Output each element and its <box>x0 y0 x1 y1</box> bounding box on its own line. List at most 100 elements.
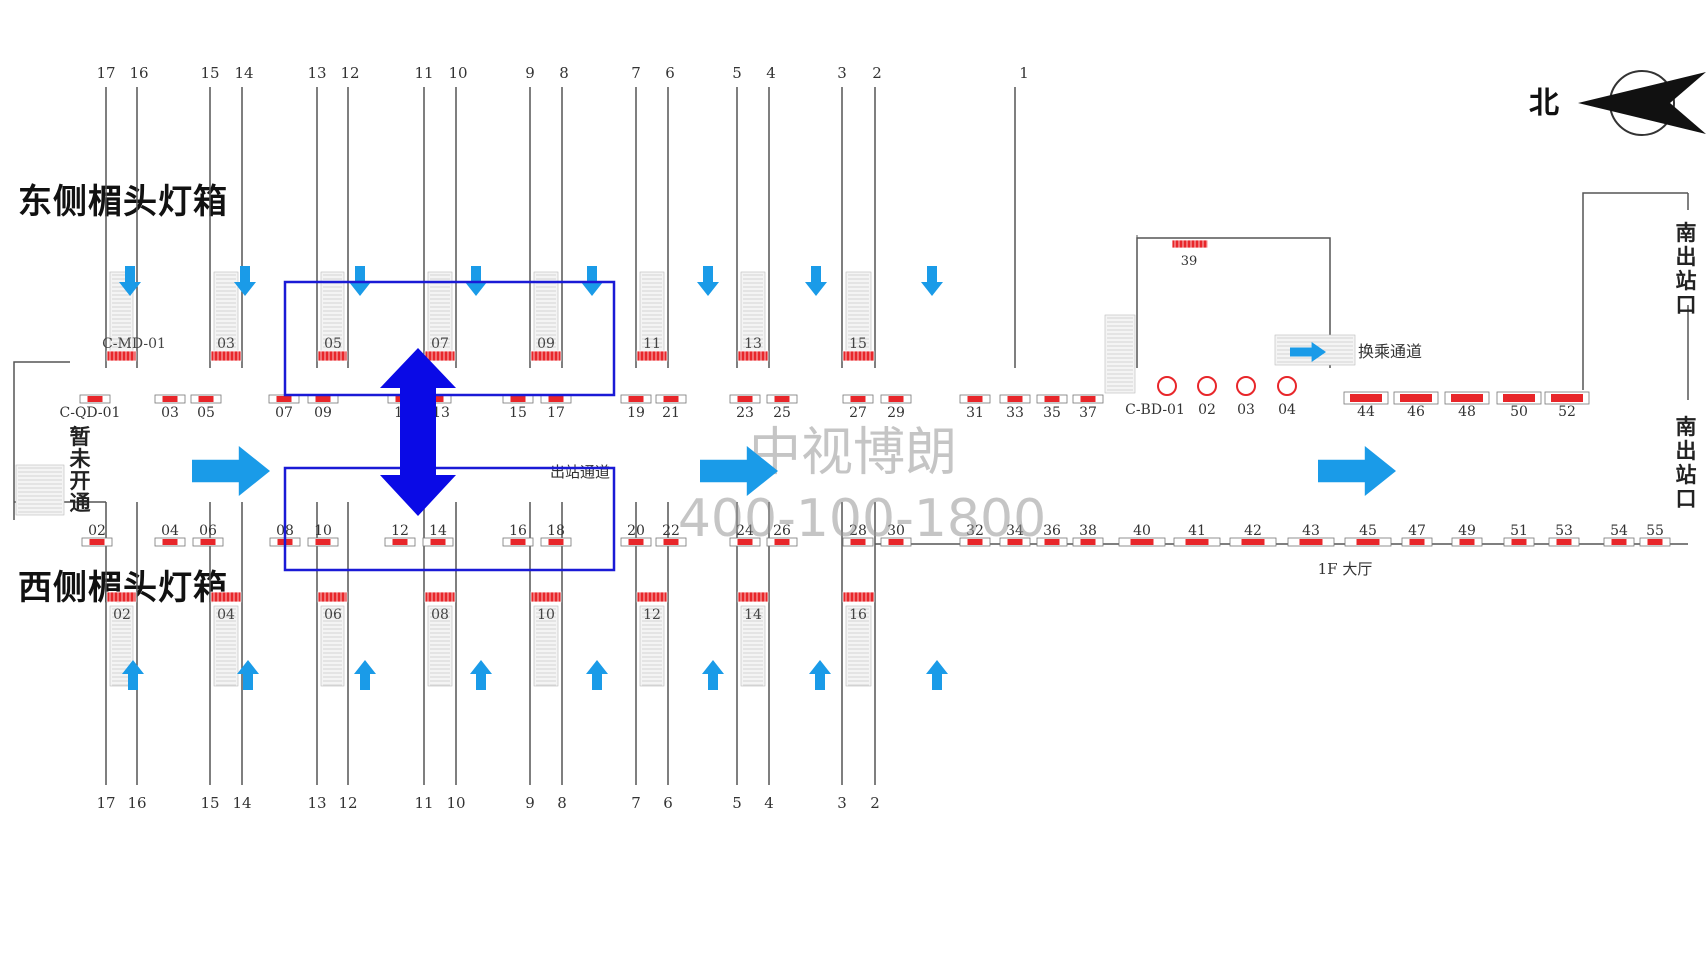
up-arrow-icon <box>702 660 724 690</box>
north-row-label: 17 <box>547 405 565 421</box>
bd-circle <box>1277 376 1297 396</box>
east-title: 东侧楣头灯箱 <box>18 182 228 222</box>
south-row-label: 20 <box>627 523 645 539</box>
north-row-label: 27 <box>849 405 867 421</box>
south-row-label: 51 <box>1510 523 1528 539</box>
north-row-label: 03 <box>161 405 179 421</box>
ne-label: 44 <box>1357 404 1375 420</box>
west-lintel-label: 04 <box>217 607 235 623</box>
north-row-panel-fill <box>737 396 753 402</box>
track-number-top: 11 <box>414 64 433 82</box>
south-row-panel-fill <box>1080 539 1096 545</box>
south-row-panel-fill <box>510 539 526 545</box>
south-row-panel-fill <box>1044 539 1060 545</box>
south-row-panel-fill <box>1356 539 1380 545</box>
compass-needle-icon <box>1578 72 1706 134</box>
west-end-wall <box>13 361 70 520</box>
track-number-bottom: 4 <box>764 794 774 812</box>
stair-not-open <box>15 464 65 516</box>
south-row-panel-fill <box>628 539 644 545</box>
track-number-top: 13 <box>307 64 326 82</box>
track-number-bottom: 11 <box>414 794 433 812</box>
up-arrow-icon <box>926 660 948 690</box>
south-row-panel-fill <box>1130 539 1154 545</box>
south-row-panel-fill <box>1511 539 1527 545</box>
north-row-panel-fill <box>198 396 214 402</box>
north-row-panel-fill <box>315 396 331 402</box>
exit-passage-label: 出站通道 <box>550 463 610 481</box>
north-row-label: 29 <box>887 405 905 421</box>
north-row-panel-fill <box>967 396 983 402</box>
right-arrow-icon <box>1318 446 1396 496</box>
south-row-label: 38 <box>1079 523 1097 539</box>
down-arrow-icon <box>697 266 719 296</box>
south-row-panel-fill <box>162 539 178 545</box>
south-exit-top-char: 出 <box>1676 245 1697 269</box>
south-exit-bottom-char: 站 <box>1676 463 1697 487</box>
south-row-label: 34 <box>1006 523 1024 539</box>
south-row-label: 41 <box>1188 523 1206 539</box>
track-number-top: 5 <box>732 64 742 82</box>
south-row-label: 16 <box>509 523 527 539</box>
north-row-label: 31 <box>966 405 984 421</box>
track-number-top: 15 <box>200 64 219 82</box>
track-number-bottom: 2 <box>870 794 880 812</box>
north-row-label: 33 <box>1006 405 1024 421</box>
ne-panel-fill <box>1551 394 1583 402</box>
track-number-top: 10 <box>448 64 467 82</box>
north-row-label: 15 <box>509 405 527 421</box>
track-number-top: 12 <box>340 64 359 82</box>
bd-circle <box>1236 376 1256 396</box>
right-arrow-icon <box>700 446 778 496</box>
bd-circle <box>1197 376 1217 396</box>
bd-label: 02 <box>1198 402 1216 418</box>
south-row-panel-fill <box>1409 539 1425 545</box>
south-row-label: 06 <box>199 523 217 539</box>
track-number-bottom: 6 <box>663 794 673 812</box>
east-lintel-label: 13 <box>744 336 762 352</box>
track-number-top: 6 <box>665 64 675 82</box>
up-arrow-icon <box>354 660 376 690</box>
north-row-label: 05 <box>197 405 215 421</box>
south-row-label: 26 <box>773 523 791 539</box>
south-row-panel-fill <box>1459 539 1475 545</box>
south-exit-wall <box>1582 192 1688 390</box>
track-number-top: 16 <box>129 64 148 82</box>
north-row-panel-fill <box>162 396 178 402</box>
south-row-label: 22 <box>662 523 680 539</box>
ne-label: 48 <box>1458 404 1476 420</box>
track-number-bottom: 9 <box>525 794 535 812</box>
c-qd-label: C-QD-01 <box>60 405 121 421</box>
south-row-label: 47 <box>1408 523 1426 539</box>
track-number-bottom: 17 <box>96 794 115 812</box>
track-number-bottom: 8 <box>557 794 567 812</box>
track-number-bottom: 10 <box>446 794 465 812</box>
track-number-top: 3 <box>837 64 847 82</box>
ne-label: 46 <box>1407 404 1425 420</box>
track-number-top: 9 <box>525 64 535 82</box>
up-arrow-icon <box>122 660 144 690</box>
double-arrow-icon <box>380 348 456 516</box>
north-row-label: 35 <box>1043 405 1061 421</box>
south-row-label: 54 <box>1610 523 1628 539</box>
west-lintel-lightbox <box>317 591 348 603</box>
south-row-panel-fill <box>430 539 446 545</box>
watermark-name: 中视博朗 <box>749 423 957 483</box>
north-row-panel-fill <box>663 396 679 402</box>
south-row-panel-fill <box>888 539 904 545</box>
track-number-bottom: 15 <box>200 794 219 812</box>
not-open-char: 暂 <box>70 425 91 449</box>
east-lintel-lightbox <box>106 350 137 362</box>
right-arrow-icon <box>192 446 270 496</box>
east-lintel-label: 03 <box>217 336 235 352</box>
south-row-label: 28 <box>849 523 867 539</box>
south-row-panel-fill <box>1185 539 1209 545</box>
south-exit-top-char: 站 <box>1676 269 1697 293</box>
track-number-top: 8 <box>559 64 569 82</box>
track-number-top: 1 <box>1019 64 1029 82</box>
south-row-panel-fill <box>200 539 216 545</box>
transfer-arrow-icon <box>1290 342 1326 362</box>
south-row-label: 36 <box>1043 523 1061 539</box>
compass-label: 北 <box>1529 86 1559 121</box>
